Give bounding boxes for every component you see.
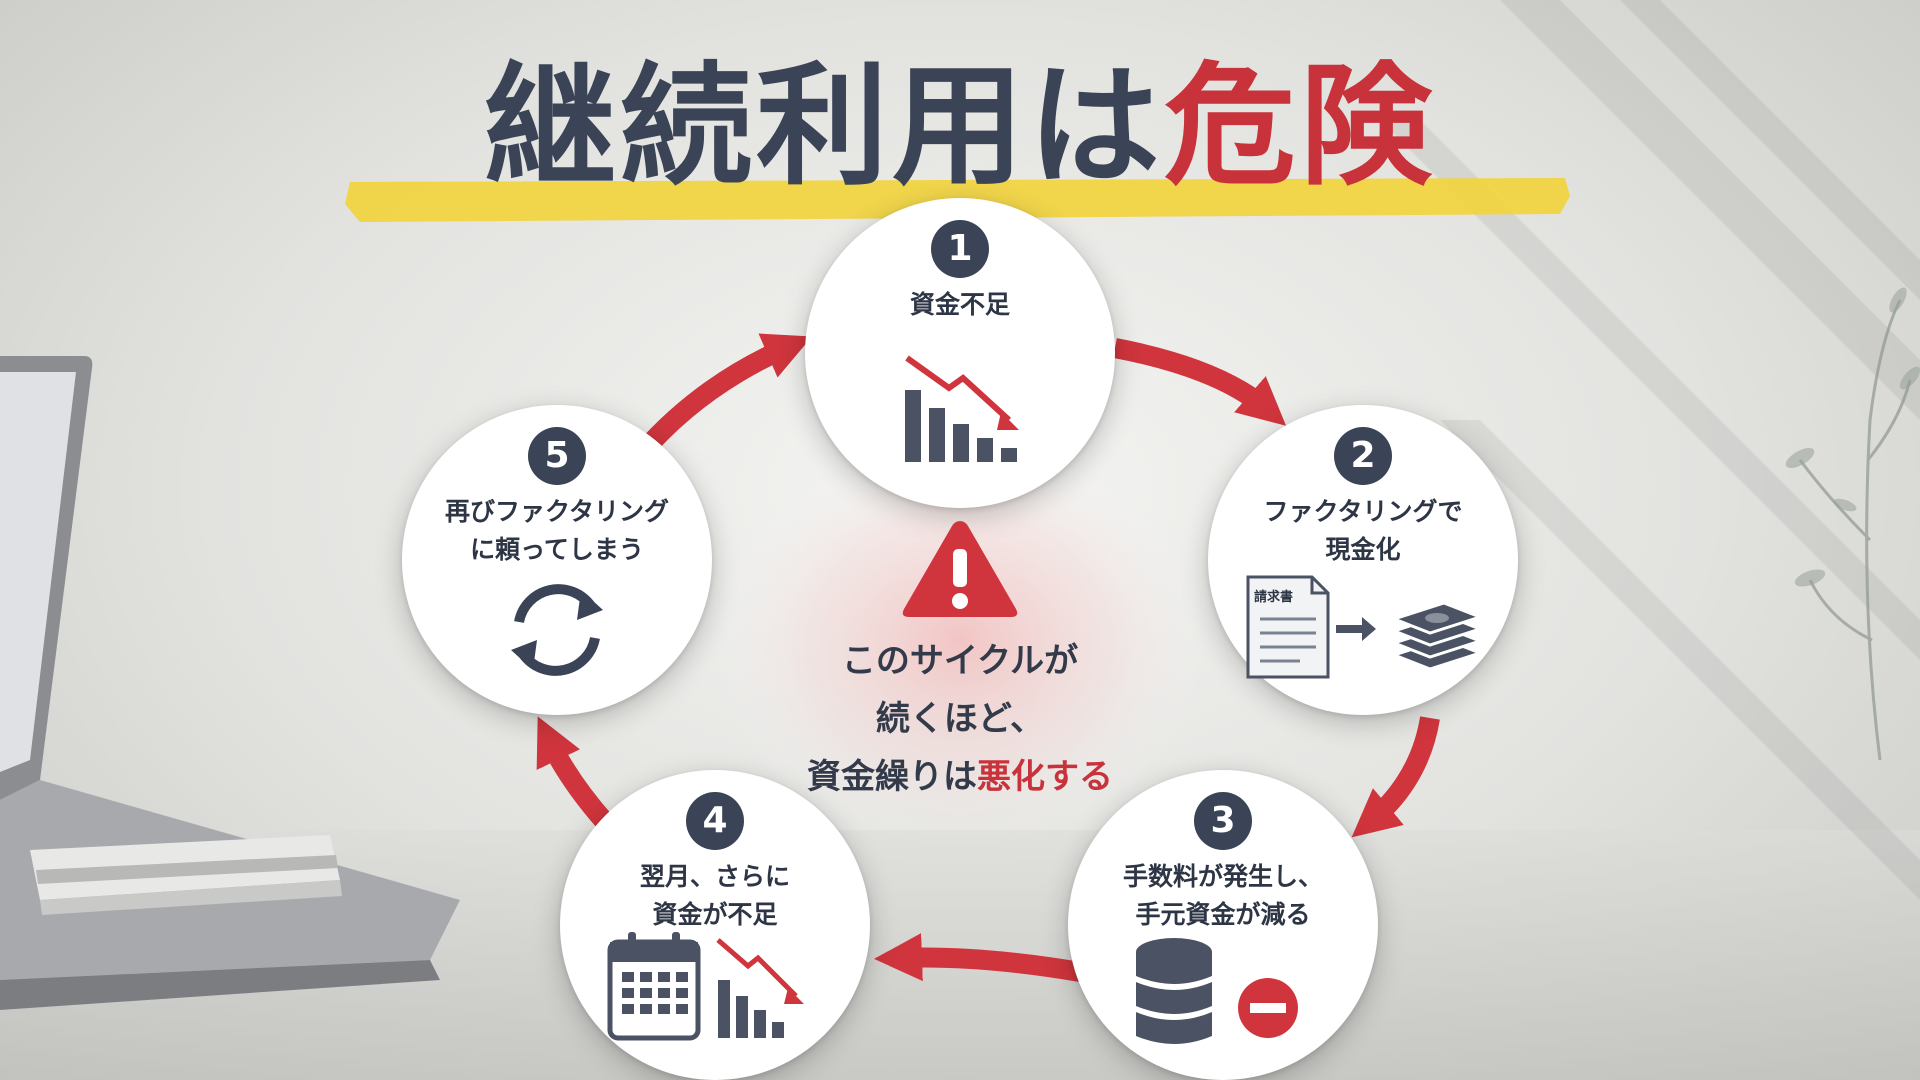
cycle-step-3: 3 手数料が発生し、 手元資金が減る xyxy=(1068,770,1378,1080)
cycle-step-5: 5 再びファクタリング に頼ってしまう xyxy=(402,405,712,715)
declining-bar-chart-icon xyxy=(905,355,1019,462)
step-label-line: 資金不足 xyxy=(909,290,1010,319)
step-label-line: に頼ってしまう xyxy=(470,535,644,564)
title-main: 継続利用は xyxy=(484,50,1164,204)
coins-minus-icon xyxy=(1136,938,1298,1044)
cycle-step-4: 4 翌月、さらに 資金が不足 xyxy=(560,770,870,1080)
step-number-badge: 3 xyxy=(1194,792,1252,850)
step-number-badge: 2 xyxy=(1334,427,1392,485)
step-number-badge: 4 xyxy=(686,792,744,850)
center-line-3-prefix: 資金繰りは xyxy=(807,757,977,797)
arrow-step2-to-step3 xyxy=(1351,716,1440,838)
center-message: このサイクルが 続くほど、 資金繰りは悪化する xyxy=(760,632,1160,806)
arrow-step4-to-step5 xyxy=(536,716,613,829)
books-decoration xyxy=(30,835,342,915)
center-glow xyxy=(710,430,1210,850)
step-label-line: 翌月、さらに xyxy=(639,862,790,891)
step-label: ファクタリングで 現金化 xyxy=(1228,493,1498,569)
invoice-label: 請求書 xyxy=(1254,590,1294,605)
calendar-decline-icon xyxy=(607,932,804,1041)
step-label-line: ファクタリングで xyxy=(1263,497,1463,526)
arrow-step5-to-step1 xyxy=(632,333,813,462)
step-label: 再びファクタリング に頼ってしまう xyxy=(422,493,692,569)
cycle-step-2: 2 ファクタリングで 現金化 請求書 xyxy=(1208,405,1518,715)
plant-decoration xyxy=(1798,299,1912,761)
step-label-line: 再びファクタリング xyxy=(444,497,669,526)
center-line-2: 続くほど、 xyxy=(875,699,1045,739)
arrow-step1-to-step2 xyxy=(1113,338,1287,426)
page-title: 継続利用は危険 xyxy=(0,52,1920,202)
step-label-line: 手数料が発生し、 xyxy=(1122,862,1323,891)
center-line-3-emphasis: 悪化する xyxy=(977,757,1113,797)
step-label-line: 現金化 xyxy=(1325,535,1401,564)
cycle-step-1: 1 資金不足 xyxy=(805,198,1115,508)
step-number-badge: 1 xyxy=(931,220,989,278)
refresh-cycle-icon xyxy=(511,584,603,676)
title-accent: 危険 xyxy=(1164,50,1436,204)
step-label: 手数料が発生し、 手元資金が減る xyxy=(1088,858,1358,934)
step-label: 翌月、さらに 資金が不足 xyxy=(580,858,850,934)
step-number-badge: 5 xyxy=(528,427,586,485)
step-label: 資金不足 xyxy=(825,286,1095,324)
arrow-step3-to-step4 xyxy=(874,933,1082,982)
step-label-line: 手元資金が減る xyxy=(1135,900,1311,929)
step-label-line: 資金が不足 xyxy=(652,900,778,929)
plant-leaves xyxy=(1785,287,1920,587)
center-line-3: 資金繰りは悪化する xyxy=(760,748,1160,806)
center-line-1: このサイクルが xyxy=(841,641,1079,681)
invoice-to-cash-icon: 請求書 xyxy=(1244,573,1484,683)
warning-triangle-icon xyxy=(902,521,1018,617)
